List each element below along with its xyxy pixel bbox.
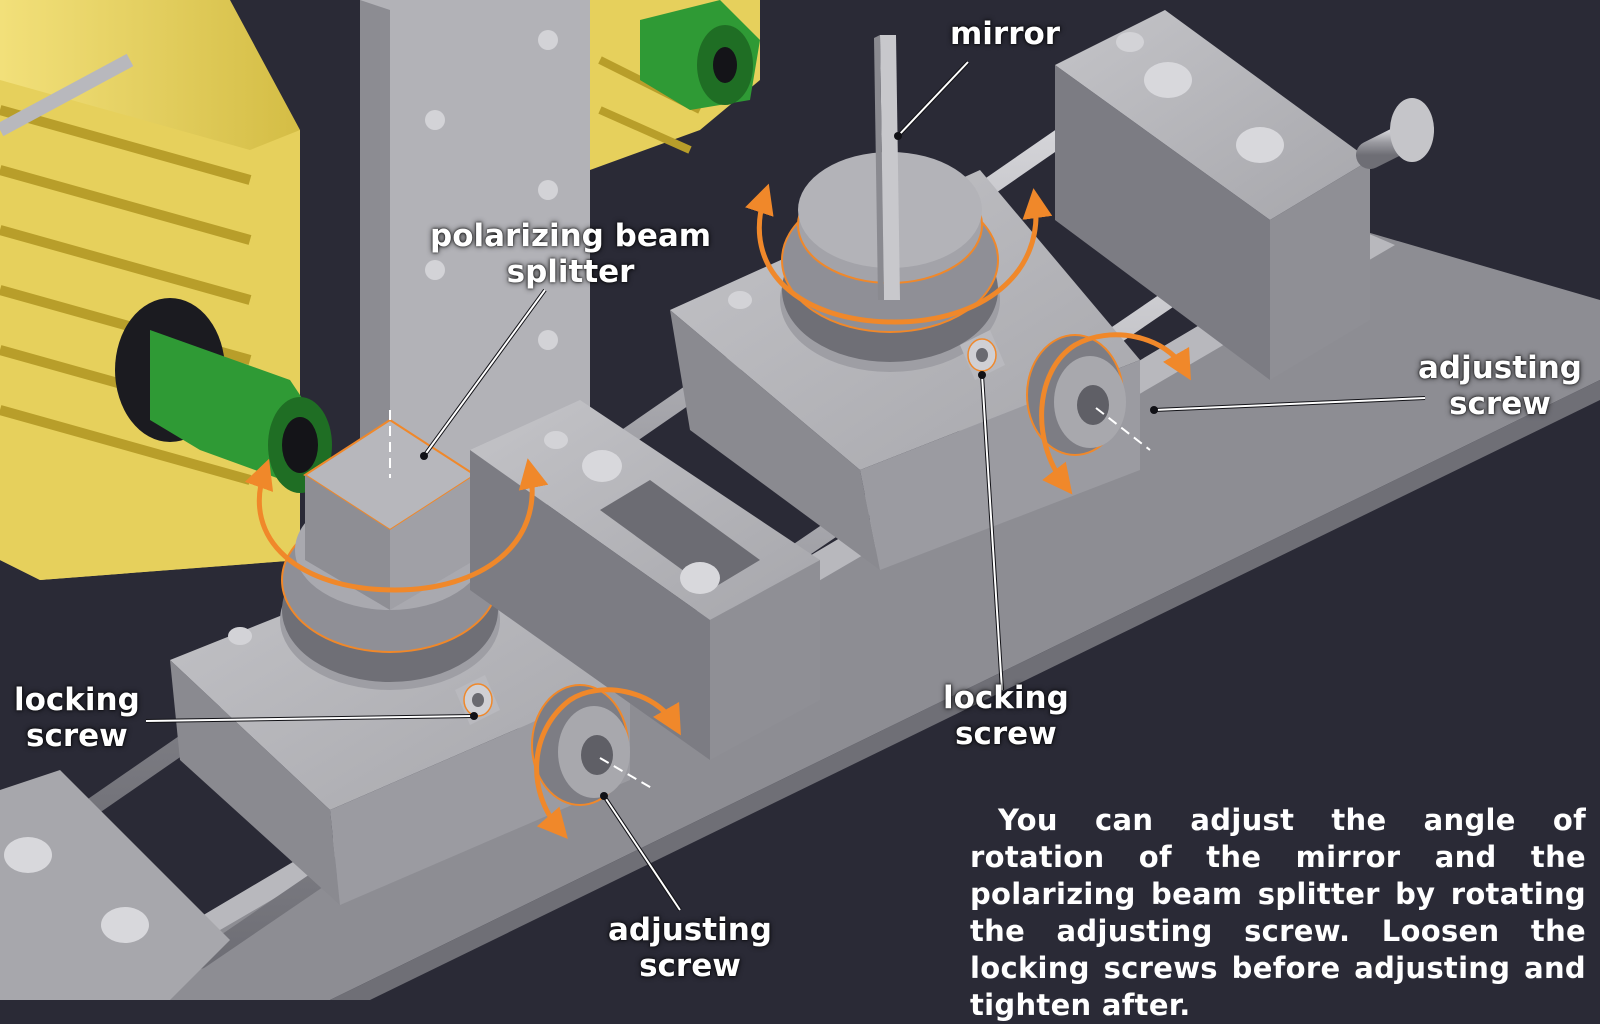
locking-screw-left-line2: screw xyxy=(26,718,128,754)
locking-screw-left-label: locking screw xyxy=(14,682,140,754)
adjusting-screw-bottom-line1: adjusting xyxy=(608,912,772,948)
pbs-rotation-arrow xyxy=(244,458,549,593)
locking-screw-right-part xyxy=(960,330,1005,380)
adjusting-screw-bottom-label: adjusting screw xyxy=(608,912,772,984)
center-slotted-block xyxy=(470,400,820,760)
mirror-rotation-arrow xyxy=(745,183,1053,325)
pbs-label-line1: polarizing beam xyxy=(430,218,712,254)
locking-screw-right-line2: screw xyxy=(955,716,1057,752)
adjusting-screw-right-label: adjusting screw xyxy=(1418,350,1582,422)
locking-screw-right-label: locking screw xyxy=(943,680,1069,752)
adjusting-screw-right-line2: screw xyxy=(1449,386,1551,422)
green-knob-left xyxy=(115,298,332,493)
pbs-label: polarizing beam splitter xyxy=(430,218,711,290)
adjusting-screw-bottom-line2: screw xyxy=(639,948,741,984)
green-knob-right xyxy=(640,0,760,110)
instruction-caption: You can adjust the angle of rotation of … xyxy=(970,803,1586,1022)
pbs-label-line2: splitter xyxy=(506,254,635,290)
locking-screw-left-part xyxy=(455,675,500,725)
mirror-label: mirror xyxy=(950,16,1060,52)
locking-screw-left-line1: locking xyxy=(14,682,140,718)
vertical-pillar xyxy=(360,0,590,520)
mechanism-illustration xyxy=(0,0,1600,1000)
mirror-plate xyxy=(874,35,900,300)
leader-dots xyxy=(420,132,1158,800)
adjusting-screw-arrow-right xyxy=(1039,332,1191,495)
mirror-label-text: mirror xyxy=(950,16,1061,52)
end-block-right xyxy=(1055,10,1434,380)
adjusting-screw-right-line1: adjusting xyxy=(1418,350,1582,386)
locking-screw-right-line1: locking xyxy=(943,680,1069,716)
leader-lines-highlight xyxy=(145,61,1426,911)
adjusting-screw-arrow-bottom xyxy=(534,687,681,840)
end-block-left xyxy=(0,770,230,1000)
